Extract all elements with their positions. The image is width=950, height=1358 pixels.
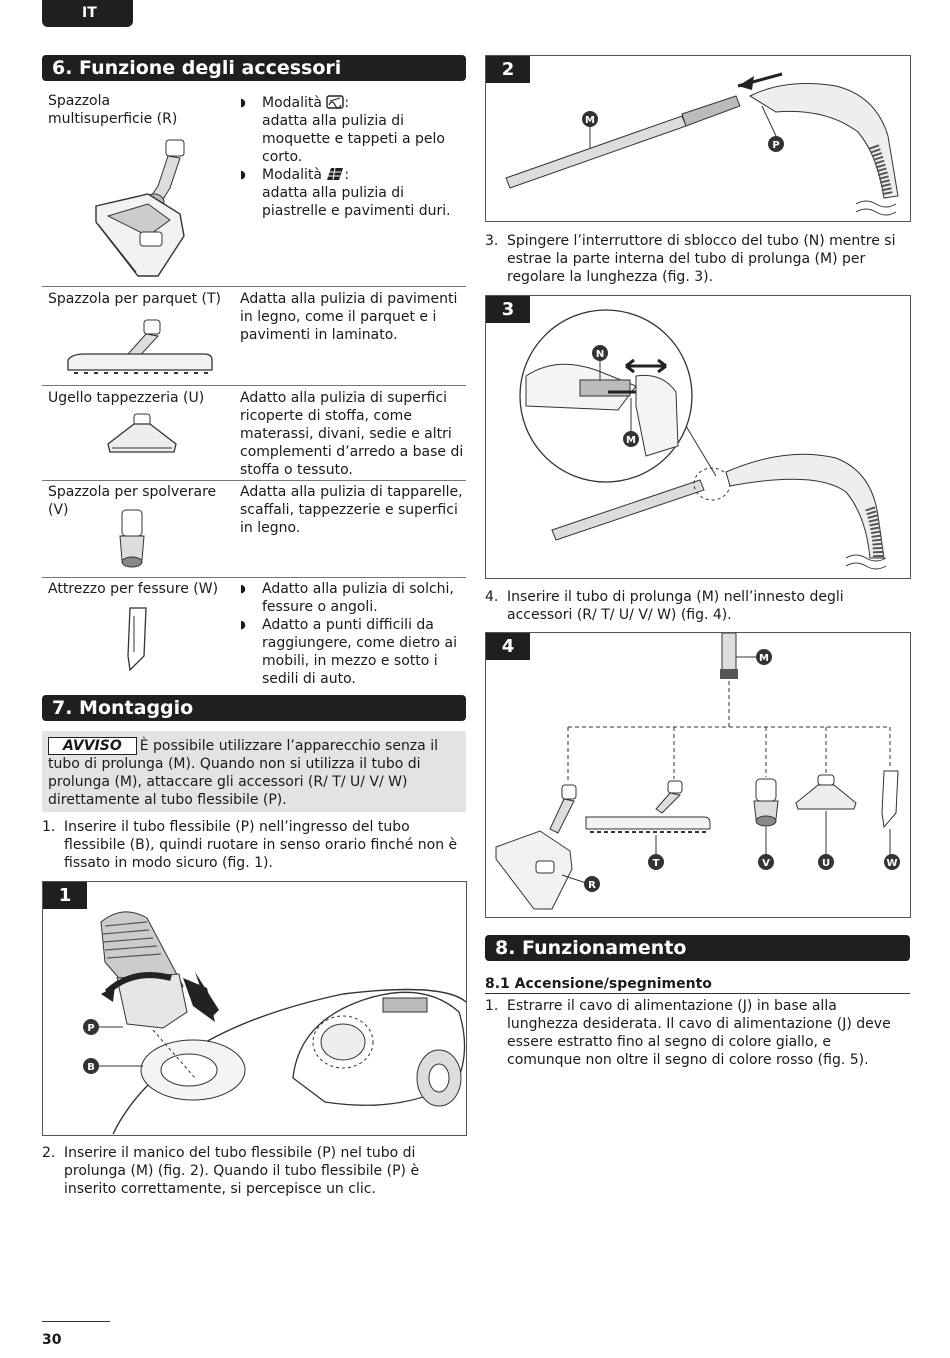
notice-text: È possibile utilizzare l’apparecchio sen… [48, 738, 438, 808]
page-number: 30 [42, 1332, 62, 1348]
section-8-heading: 8. Funzionamento [485, 935, 910, 961]
assembly-steps-3: 3.Spingere l’interruttore di sblocco del… [485, 232, 909, 286]
footer-rule [42, 1321, 110, 1322]
parquet-brush-illustration [67, 319, 213, 374]
crevice-tool-illustration [127, 607, 147, 672]
accessory-name-u: Ugello tappezzeria (U) [48, 390, 205, 406]
fig4-label-r: R [588, 880, 596, 891]
accessory-desc-w: Adatto alla pulizia di solchi, fessure o… [240, 580, 466, 688]
list-item: 1.Estrarre il cavo di alimentazione (J) … [485, 998, 891, 1068]
figure-number: 1 [43, 882, 87, 909]
accessory-name-w: Attrezzo per fessure (W) [48, 581, 219, 597]
fig4-label-m: M [759, 653, 769, 664]
fig2-label-m: M [585, 115, 595, 126]
subsection-heading: 8.1 Accensione/spegnimento [485, 975, 910, 994]
list-item: 3.Spingere l’interruttore di sblocco del… [485, 233, 896, 285]
table-divider [42, 480, 466, 481]
extension-tube-illustration: M P [505, 72, 899, 216]
hard-floor-mode-icon [327, 167, 344, 181]
figure-number: 3 [486, 296, 530, 323]
accessory-desc-t: Adatta alla pulizia di pavimenti in legn… [240, 291, 458, 343]
fig2-label-p: P [772, 140, 779, 151]
table-divider [42, 286, 466, 287]
figure-2: 2 M P [485, 55, 911, 222]
accessory-desc-v: Adatta alla pulizia di tapparelle, scaff… [240, 484, 463, 536]
figure-3: 3 N M [485, 295, 911, 579]
accessory-desc-u: Adatto alla pulizia di superfici ricoper… [240, 390, 464, 478]
accessory-attachment-illustration: M T V U W R [495, 633, 900, 910]
tube-release-illustration: N M [519, 309, 887, 570]
fig3-label-n: N [596, 349, 604, 360]
hose-connection-illustration: P B [83, 911, 466, 1135]
table-divider [42, 385, 466, 386]
assembly-steps-2: 2.Inserire il manico del tubo flessibile… [42, 1144, 462, 1198]
multisurface-brush-illustration [95, 139, 185, 277]
accessory-name-v: Spazzola per spolverare (V) [48, 484, 217, 518]
figure-number: 2 [486, 56, 530, 83]
figure-number: 4 [486, 633, 530, 660]
upholstery-nozzle-illustration [107, 413, 177, 453]
fig3-label-m: M [626, 435, 636, 446]
figure-1: 1 P B [42, 881, 467, 1136]
accessory-name-t: Spazzola per parquet (T) [48, 291, 222, 307]
dusting-brush-illustration [119, 509, 145, 568]
list-item: 1.Inserire il tubo flessibile (P) nell’i… [42, 819, 458, 871]
list-item: 2.Inserire il manico del tubo flessibile… [42, 1145, 420, 1197]
accessory-name-r: Spazzola multisuperficie (R) [48, 93, 178, 127]
fig1-label-b: B [87, 1062, 95, 1073]
table-divider [42, 577, 466, 578]
assembly-steps-1: 1.Inserire il tubo flessibile (P) nell’i… [42, 818, 462, 872]
section-7-heading: 7. Montaggio [42, 695, 466, 721]
fig4-label-w: W [886, 858, 897, 869]
assembly-steps-4: 4.Inserire il tubo di prolunga (M) nell’… [485, 588, 909, 624]
operation-steps: 1.Estrarre il cavo di alimentazione (J) … [485, 997, 909, 1069]
carpet-mode-icon [326, 95, 345, 109]
fig4-label-u: U [822, 858, 830, 869]
section-6-heading: 6. Funzione degli accessori [42, 55, 466, 81]
fig1-label-p: P [87, 1023, 94, 1034]
fig4-label-t: T [653, 858, 660, 869]
fig4-label-v: V [762, 858, 770, 869]
notice-label: AVVISO [48, 737, 137, 755]
list-item: 4.Inserire il tubo di prolunga (M) nell’… [485, 589, 844, 623]
figure-4: 4 M [485, 632, 911, 918]
language-tab: IT [42, 0, 133, 27]
accessory-desc-r: Modalità :adatta alla pulizia di moquett… [240, 94, 466, 220]
